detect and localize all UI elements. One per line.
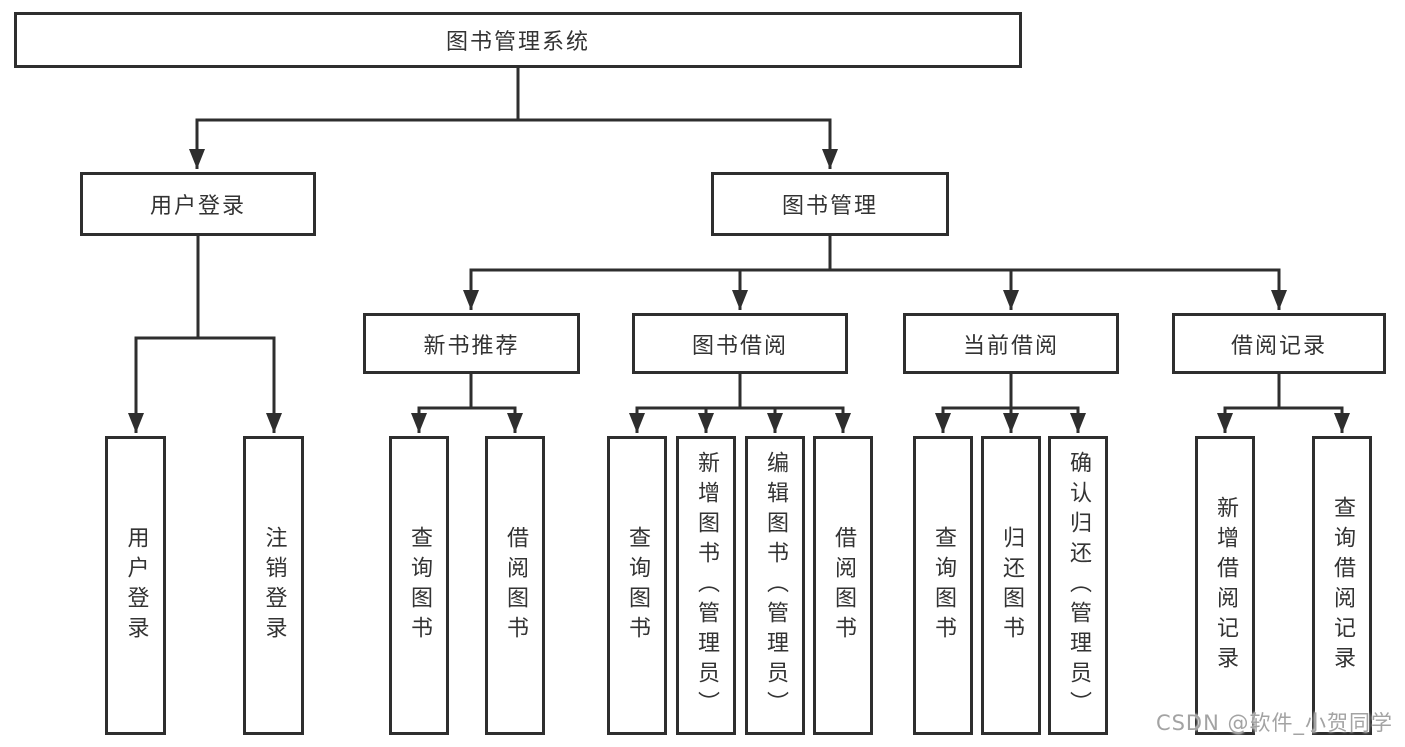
node-label: 归还图书 [999,525,1024,646]
node-label: 新增借阅记录 [1213,495,1238,676]
node-label: 图书借阅 [691,333,788,359]
node-label: 借阅图书 [503,525,528,646]
leaf-edit-books-admin: 编辑图书（管理员） [745,436,805,735]
leaf-query-borrow-record: 查询借阅记录 [1312,436,1372,735]
node-label: 当前借阅 [962,333,1059,359]
leaf-borrow-books: 借阅图书 [813,436,873,735]
csdn-watermark: CSDN @软件_小贺同学 [1155,711,1393,735]
node-label: 确认归还（管理员） [1066,450,1091,721]
node-borrow-record: 借阅记录 [1172,313,1386,374]
leaf-return-books: 归还图书 [981,436,1041,735]
node-label: 用户登录 [123,525,149,646]
node-book-borrow: 图书借阅 [632,313,848,374]
node-book-management: 图书管理 [711,172,949,236]
node-current-borrow: 当前借阅 [903,313,1119,374]
node-label: 查询图书 [625,525,650,646]
leaf-add-books-admin: 新增图书（管理员） [676,436,736,735]
leaf-query-books-borrow: 查询图书 [607,436,667,735]
node-label: 图书管理系统 [445,30,590,55]
leaf-borrow-books-recommend: 借阅图书 [485,436,545,735]
node-label: 借阅记录 [1230,333,1327,359]
leaf-query-books-current: 查询图书 [913,436,973,735]
leaf-user-login: 用户登录 [105,436,166,735]
leaf-confirm-return-admin: 确认归还（管理员） [1048,436,1108,735]
node-user-login: 用户登录 [80,172,316,236]
node-new-book-recommend: 新书推荐 [363,313,580,374]
node-label: 借阅图书 [831,525,856,646]
leaf-query-books-recommend: 查询图书 [389,436,449,735]
node-label: 查询借阅记录 [1330,495,1355,676]
leaf-add-borrow-record: 新增借阅记录 [1195,436,1255,735]
leaf-logout: 注销登录 [243,436,304,735]
node-label: 用户登录 [149,194,246,219]
node-label: 图书管理 [781,194,878,219]
node-label: 查询图书 [931,525,956,646]
node-label: 注销登录 [261,525,287,646]
node-label: 查询图书 [407,525,432,646]
node-label: 新书推荐 [423,333,520,359]
node-label: 编辑图书（管理员） [763,450,788,721]
node-library-management-system: 图书管理系统 [14,12,1022,68]
node-label: 新增图书（管理员） [694,450,719,721]
